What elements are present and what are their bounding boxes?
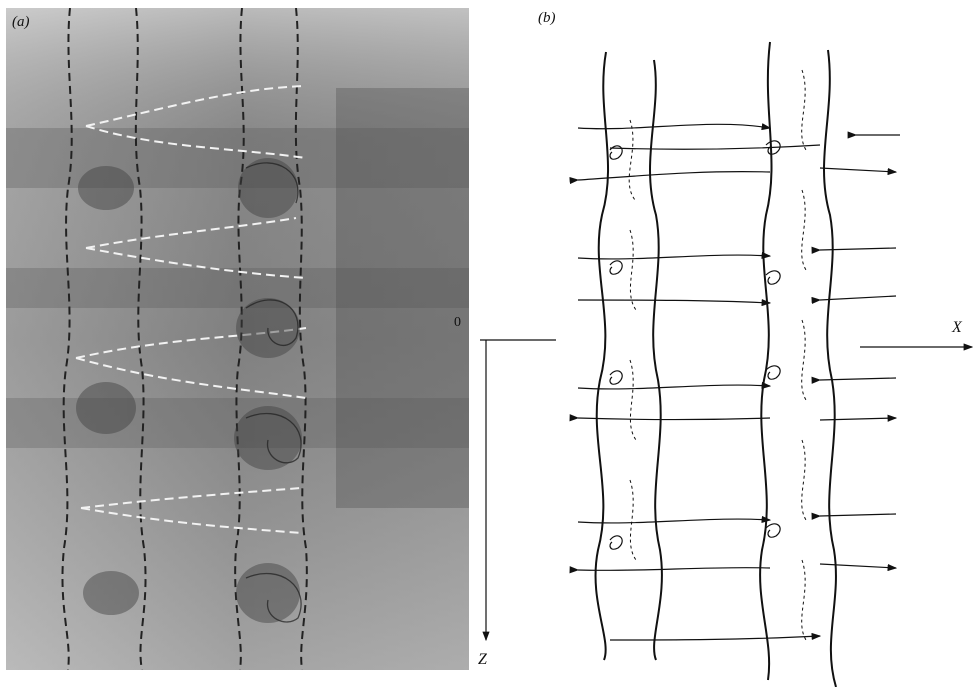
coordinate-axes: 0 X Z [454,315,972,668]
panel-b-schematic: (b) 0 X Z [440,0,976,687]
streamlines [578,124,900,640]
vortex-curls [610,141,780,549]
panel-b-label: (b) [538,10,556,26]
interior-dashed-curves [629,70,806,640]
origin-label: 0 [454,315,461,330]
x-axis-label: X [951,319,963,336]
left-column-boundaries [596,52,662,660]
panel-a-label: (a) [12,14,30,30]
z-axis-label: Z [478,651,488,668]
photograph-image: (a) [6,8,469,670]
panel-a-photograph: (a) [6,8,469,670]
right-column-boundaries [760,42,836,687]
schematic-diagram: (b) 0 X Z [440,0,976,687]
